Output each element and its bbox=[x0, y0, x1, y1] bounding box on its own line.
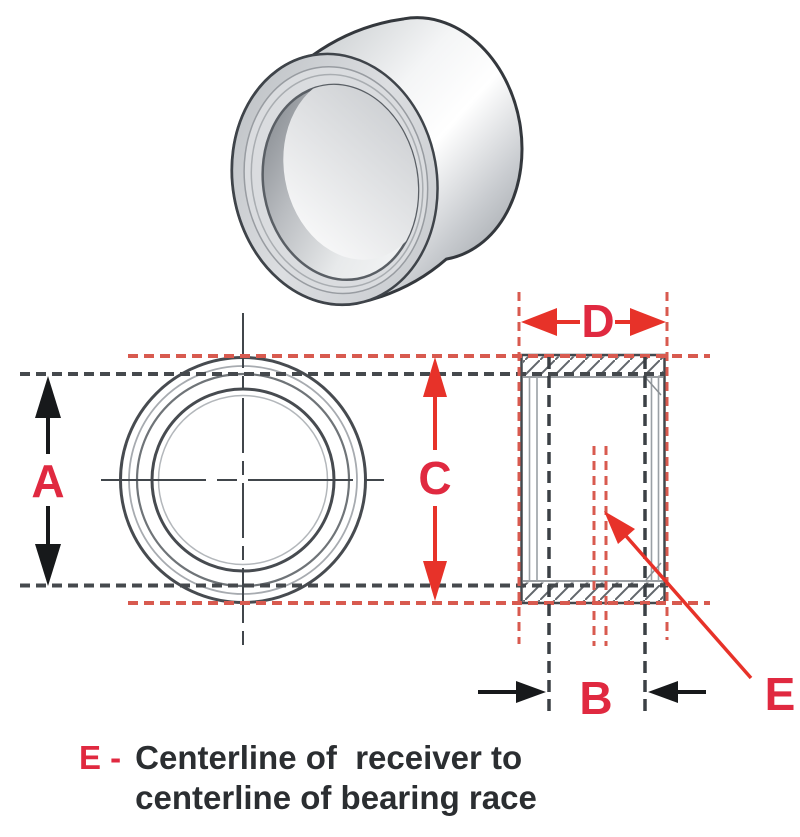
arrow-shaft bbox=[615, 320, 635, 324]
arrowhead-down-icon bbox=[423, 561, 447, 601]
arrowhead-left-icon bbox=[648, 681, 678, 703]
caption-text: Centerline of receiver to centerline of … bbox=[135, 738, 537, 818]
reference-lines bbox=[20, 292, 710, 716]
iso-view-bearing-race bbox=[230, 16, 524, 307]
arrowhead-left-icon bbox=[521, 308, 557, 336]
arrowhead-up-icon bbox=[35, 376, 61, 418]
arrowhead-right-icon bbox=[516, 681, 546, 703]
dim-arrow-d bbox=[521, 308, 666, 336]
arrowhead-down-icon bbox=[35, 544, 61, 586]
dim-arrow-b bbox=[478, 681, 706, 703]
dim-label-e: E bbox=[764, 668, 796, 720]
arrow-shaft bbox=[552, 320, 580, 324]
section-hatch-top bbox=[523, 356, 663, 376]
dim-arrow-a bbox=[35, 376, 61, 586]
arrowhead-upleft-icon bbox=[604, 511, 635, 544]
chamfer-line bbox=[645, 377, 662, 396]
dim-label-c: C bbox=[418, 452, 452, 504]
caption: E - Centerline of receiver to centerline… bbox=[79, 738, 537, 818]
dim-label-b: B bbox=[579, 672, 613, 724]
front-view bbox=[101, 313, 390, 650]
dim-label-d: D bbox=[581, 295, 615, 347]
arrow-shaft bbox=[46, 414, 50, 454]
leader-line bbox=[624, 534, 753, 680]
caption-prefix: E - bbox=[79, 739, 122, 776]
dim-arrow-e bbox=[604, 511, 753, 680]
arrowhead-up-icon bbox=[423, 357, 447, 397]
caption-line-1: Centerline of receiver to bbox=[135, 739, 523, 776]
arrow-shaft bbox=[433, 392, 437, 450]
iso-bore-inner-wall bbox=[283, 74, 431, 260]
arrow-shaft bbox=[478, 690, 518, 694]
arrow-shaft bbox=[433, 506, 437, 566]
dim-label-a: A bbox=[31, 455, 65, 507]
arrow-shaft bbox=[46, 506, 50, 548]
arrow-shaft bbox=[676, 690, 706, 694]
arrowhead-right-icon bbox=[630, 308, 666, 336]
caption-line-2: centerline of bearing race bbox=[135, 779, 537, 816]
dim-arrow-c bbox=[423, 357, 447, 601]
chamfer-line bbox=[645, 562, 662, 581]
iso-rim-line bbox=[250, 73, 424, 289]
